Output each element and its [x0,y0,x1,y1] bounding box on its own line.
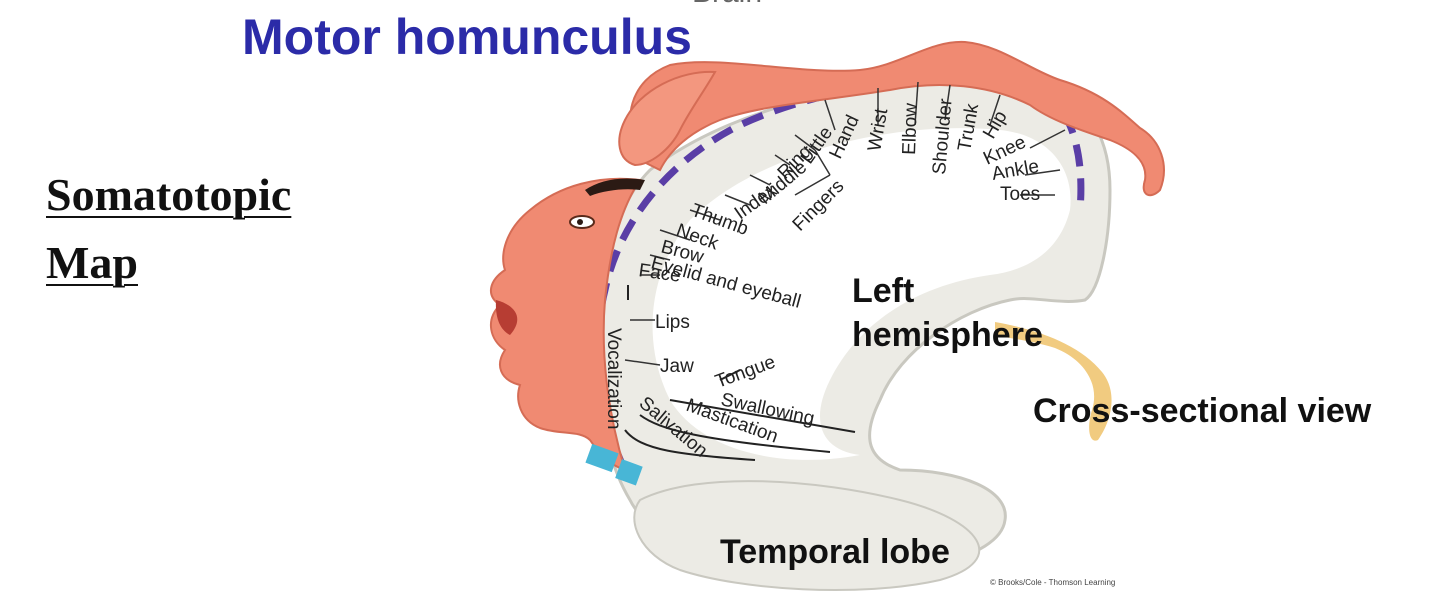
homunculus-hand [618,70,717,167]
label-jaw: Jaw [660,356,694,377]
side-title-line-1: Somatotopic [46,169,292,220]
temporal-lobe-label: Temporal lobe [720,533,950,571]
label-lips: Lips [655,312,690,333]
copyright-credit: © Brooks/Cole - Thomson Learning [990,578,1116,587]
side-title-line-2: Map [46,237,138,288]
homunculus-face [490,177,642,472]
label-elbow: Elbow [899,102,922,155]
left-hemisphere-label-1: Left [852,272,915,310]
cross-section-shape [995,322,1112,441]
left-hemisphere-label-2: hemisphere [852,316,1043,354]
temporal-lobe-shape [633,480,981,591]
cross-sectional-view-label: Cross-sectional view [1033,392,1372,430]
throat-marker [585,443,619,473]
homunculus-mouth [495,300,518,335]
label-vocalization: Vocalization [603,328,624,429]
slide-title: Motor homunculus [242,9,692,65]
label-toes: Toes [1000,184,1040,205]
homunculus-hair [585,178,645,196]
cropped-heading-text: Brain [692,0,762,10]
homunculus-body [629,40,1165,197]
cortex-inner [652,128,1071,460]
